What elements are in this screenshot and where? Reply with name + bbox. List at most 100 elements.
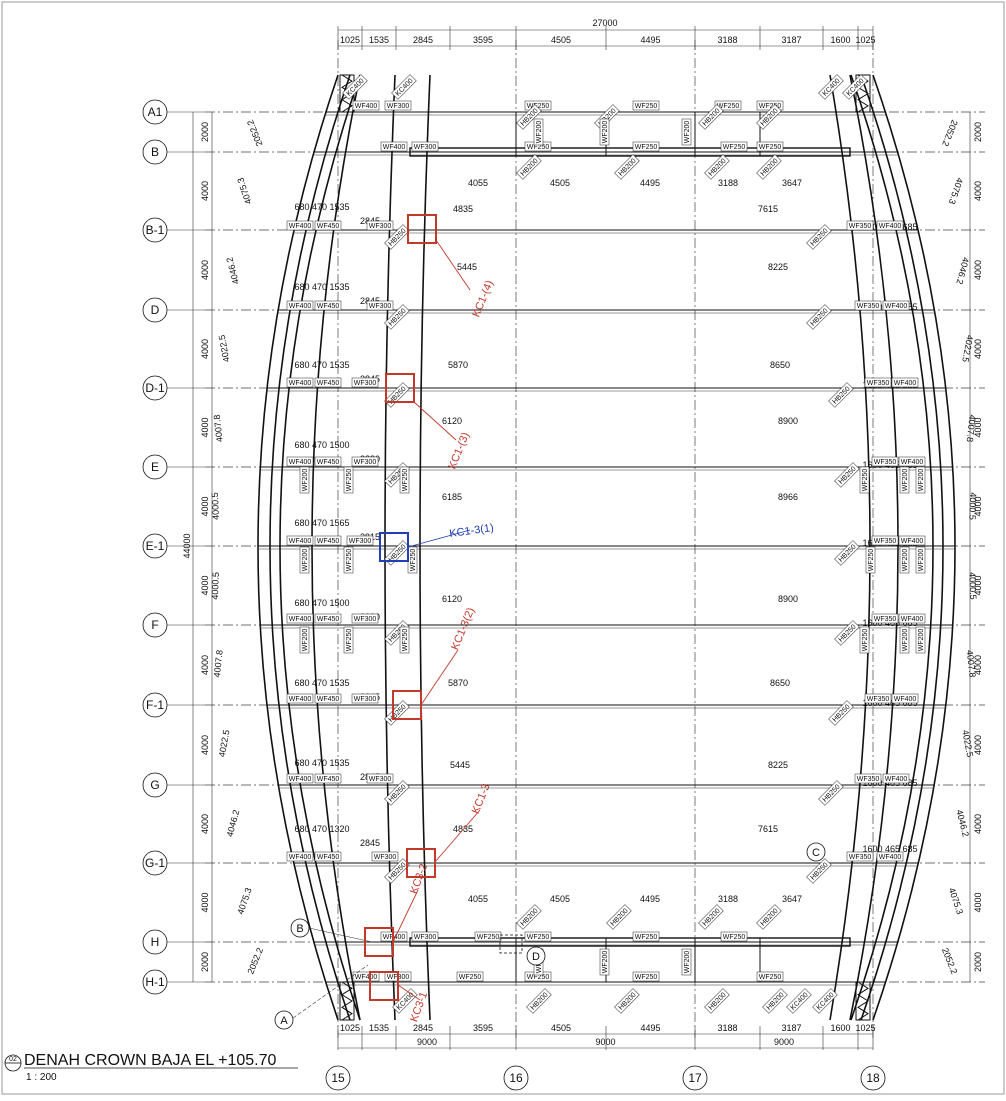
member-tag-rotated: HB200 xyxy=(762,988,788,1014)
member-tag-box xyxy=(756,141,784,152)
left-row-dim-label: 4000 xyxy=(200,892,210,912)
member-tag-label: WF450 xyxy=(317,380,340,387)
slant-dim-left: 4075.3 xyxy=(235,886,253,915)
row-axis-bubble: E-1 xyxy=(142,533,205,559)
member-tag-box xyxy=(380,141,408,152)
left-row-dim: 4000 xyxy=(200,735,210,755)
member-tag-box xyxy=(399,626,410,654)
left-row-dim-label: 2000 xyxy=(200,952,210,972)
member-tag-rotated: HB200 xyxy=(756,154,782,180)
inner-dim-left: 680 470 1500 xyxy=(294,598,349,608)
left-row-dim-label: 2000 xyxy=(200,122,210,142)
member-tag-box xyxy=(864,377,892,388)
member-tag-box xyxy=(371,851,399,862)
top-mid-dim: 4495 xyxy=(640,178,660,188)
section-mark: B xyxy=(290,918,310,938)
inner-dim-left: 680 470 1565 xyxy=(294,518,349,528)
member-tag: WF250 xyxy=(632,141,660,152)
member-tag-box xyxy=(806,304,832,330)
left-row-dim: 4000 xyxy=(200,339,210,359)
member-tag-box xyxy=(474,931,502,942)
right-row-dim-label: 4000 xyxy=(973,417,983,437)
member-tag-label: WF200 xyxy=(684,951,691,974)
span-dim: 4055 xyxy=(468,178,488,188)
bottom-dim: 2845 xyxy=(413,1023,433,1033)
callout-box xyxy=(407,214,437,244)
right-row-dim-label: 4000 xyxy=(973,496,983,516)
member-tag: WF250 xyxy=(756,971,784,982)
callout-leader xyxy=(392,889,419,943)
column-axis-circle xyxy=(325,1065,351,1091)
member-tag-label: WF250 xyxy=(527,974,550,981)
member-tag-box xyxy=(806,224,832,250)
member-tag-box xyxy=(516,104,542,130)
left-row-dim-label: 4000 xyxy=(200,181,210,201)
left-row-dim: 4000 xyxy=(200,181,210,201)
column-axis-bubble: 15 xyxy=(325,1065,351,1091)
member-tag-box xyxy=(286,773,314,784)
member-tag: WF300 xyxy=(384,100,412,111)
member-tag-label: WF300 xyxy=(354,459,377,466)
member-tag-vertical: WF200 xyxy=(915,626,926,654)
bottom-dim: 3595 xyxy=(473,1023,493,1033)
inner-dim-left: 680 470 1535 xyxy=(294,758,349,768)
row-axis-label: E xyxy=(151,460,159,474)
member-tag: WF400 xyxy=(882,300,910,311)
member-tag-vertical: WF200 xyxy=(915,546,926,574)
member-tag-box xyxy=(632,931,660,942)
slant-dim-right: 4075.3 xyxy=(947,176,965,205)
member-tag-rotated: HB250 xyxy=(828,382,854,408)
row-axis-bubble: H-1 xyxy=(142,969,205,995)
section-mark-label: B xyxy=(296,923,303,935)
section-mark-leader xyxy=(308,927,373,943)
member-tag-box xyxy=(314,300,342,311)
callout-leader xyxy=(407,529,471,548)
section-mark-box xyxy=(499,934,523,954)
column-axis-label: 18 xyxy=(866,1071,880,1085)
member-tag-box xyxy=(524,931,552,942)
member-tag: WF300 xyxy=(346,535,374,546)
member-tag: WF350 xyxy=(846,220,874,231)
left-row-dim: 4000 xyxy=(200,814,210,834)
row-axis-bubble: D xyxy=(142,297,205,323)
row-axis-bubble: A1 xyxy=(142,99,205,125)
member-tag-box xyxy=(384,540,410,566)
member-tag-vertical: WF200 xyxy=(899,546,910,574)
span-dim: 5445 xyxy=(457,262,477,272)
edge-curve-beam-right xyxy=(860,74,944,1021)
member-tag-vertical: WF200 xyxy=(299,546,310,574)
member-tag: WF300 xyxy=(351,456,379,467)
member-tag-label: WF250 xyxy=(635,934,658,941)
slant-dim-right-label: 4075.3 xyxy=(947,176,965,205)
member-tag-label: WF300 xyxy=(354,616,377,623)
member-tag-label: WF300 xyxy=(414,934,437,941)
member-tag-label: WF400 xyxy=(383,144,406,151)
row-axis-label: B xyxy=(151,145,159,159)
member-tag-box xyxy=(352,100,380,111)
member-tag: WF400 xyxy=(286,456,314,467)
member-tag-box xyxy=(384,224,410,250)
member-tag: WF400 xyxy=(891,377,919,388)
member-tag-box xyxy=(286,693,314,704)
member-tag-label: WF250 xyxy=(402,629,409,652)
member-tag-label: WF400 xyxy=(885,776,908,783)
member-tag-label: WF350 xyxy=(874,616,897,623)
member-tag-box xyxy=(343,546,354,574)
member-tag: WF350 xyxy=(854,773,882,784)
member-tag-box xyxy=(898,613,926,624)
row-axis-label: D xyxy=(151,303,160,317)
slant-dim-left: 4046.2 xyxy=(225,809,242,838)
member-tag-label: WF250 xyxy=(410,549,417,572)
slant-dim-right: 4022.5 xyxy=(960,729,975,758)
member-tag-vertical: WF250 xyxy=(399,626,410,654)
right-row-dim-label: 4000 xyxy=(973,339,983,359)
span-dim: 5870 xyxy=(448,678,468,688)
right-span-dim: 8650 xyxy=(770,360,790,370)
slant-dim-right-label: 4075.3 xyxy=(947,886,965,915)
member-tag-label: WF350 xyxy=(857,776,880,783)
right-span-dim: 8225 xyxy=(768,262,788,272)
column-axis-label: 17 xyxy=(688,1071,702,1085)
slant-dim-left: 4046.2 xyxy=(224,256,241,285)
right-row-dim-label: 2000 xyxy=(973,122,983,142)
member-tag-rotated: HB200 xyxy=(516,154,542,180)
